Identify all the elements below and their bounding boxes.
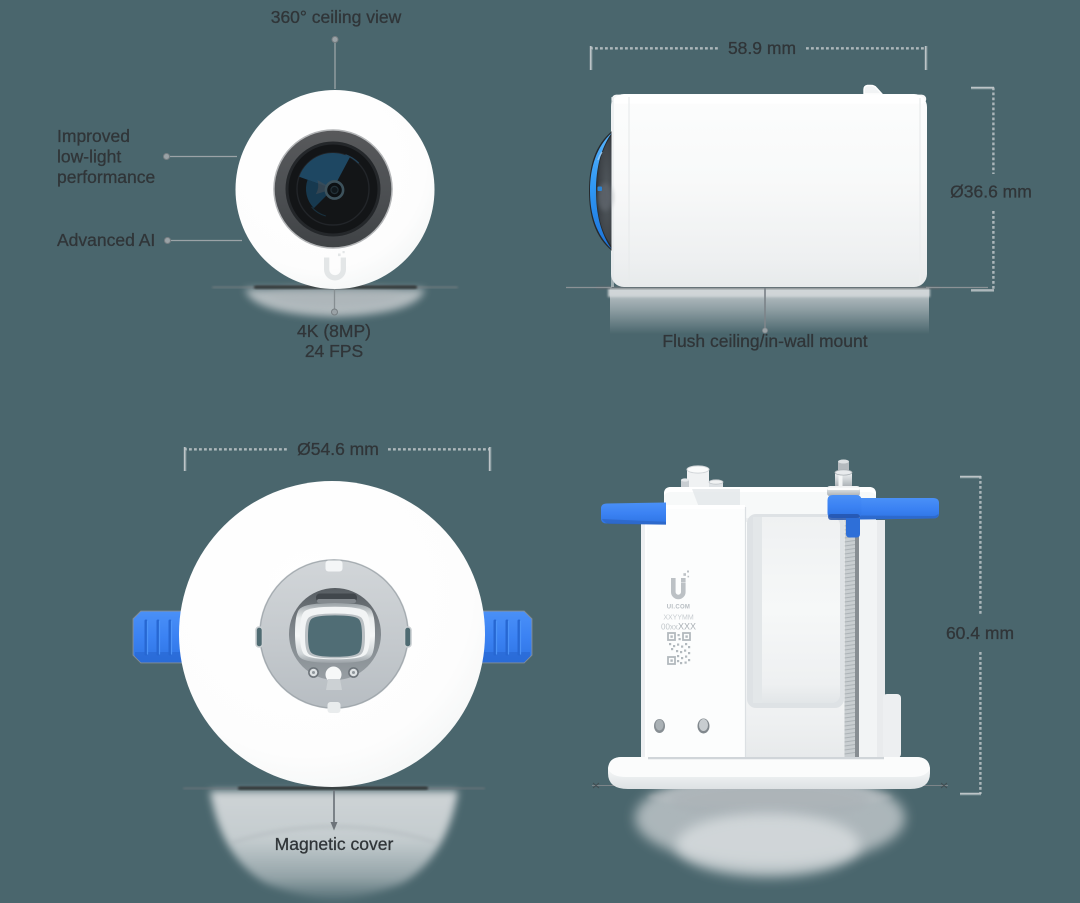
svg-text:24 FPS: 24 FPS — [305, 341, 363, 361]
svg-text:4K (8MP): 4K (8MP) — [297, 321, 371, 341]
svg-text:Advanced AI: Advanced AI — [57, 230, 155, 250]
svg-text:58.9 mm: 58.9 mm — [728, 38, 796, 58]
svg-text:Magnetic cover: Magnetic cover — [275, 834, 394, 854]
svg-text:00xxXXX: 00xxXXX — [661, 622, 696, 632]
svg-text:low-light: low-light — [57, 147, 121, 167]
svg-text:Improved: Improved — [57, 126, 130, 146]
svg-text:performance: performance — [57, 167, 155, 187]
svg-text:Flush ceiling/in-wall mount: Flush ceiling/in-wall mount — [662, 331, 867, 351]
svg-text:Ø36.6 mm: Ø36.6 mm — [950, 182, 1032, 202]
svg-text:Ø54.6 mm: Ø54.6 mm — [297, 439, 379, 459]
svg-text:360° ceiling view: 360° ceiling view — [271, 7, 402, 27]
svg-text:UI.COM: UI.COM — [667, 605, 690, 611]
svg-text:XXYYMM: XXYYMM — [663, 615, 694, 622]
svg-text:60.4 mm: 60.4 mm — [946, 623, 1014, 643]
